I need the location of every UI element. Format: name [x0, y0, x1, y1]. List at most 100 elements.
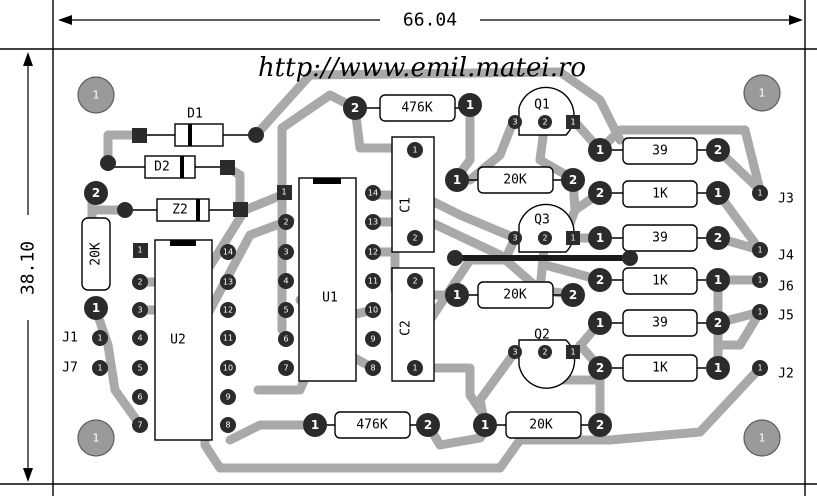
svg-text:1: 1 — [757, 364, 762, 373]
svg-text:2: 2 — [412, 234, 417, 243]
svg-text:1: 1 — [311, 418, 319, 432]
svg-text:476K: 476K — [401, 101, 432, 116]
svg-text:10: 10 — [223, 364, 233, 373]
resistor-20k-vertical: 20K 2 1 — [81, 181, 111, 320]
svg-text:4: 4 — [283, 277, 288, 286]
svg-text:39: 39 — [652, 316, 668, 331]
diode-d2: D2 — [100, 155, 235, 179]
svg-text:1: 1 — [453, 288, 461, 302]
svg-text:6: 6 — [137, 393, 142, 402]
svg-text:1: 1 — [714, 361, 722, 375]
svg-text:1: 1 — [281, 188, 286, 197]
svg-text:1: 1 — [570, 348, 575, 357]
svg-text:20K: 20K — [529, 418, 553, 433]
svg-text:14: 14 — [368, 189, 378, 198]
mounting-hole-tl: 1 — [77, 76, 115, 114]
resistor-39-3: 39 1 2 — [588, 309, 730, 337]
svg-text:2: 2 — [596, 273, 604, 287]
svg-text:1: 1 — [596, 231, 604, 245]
svg-text:12: 12 — [223, 306, 233, 315]
svg-text:39: 39 — [652, 144, 668, 159]
jumper-pad-right — [622, 250, 638, 266]
svg-text:Z2: Z2 — [172, 203, 188, 218]
svg-text:2: 2 — [714, 316, 722, 330]
svg-text:6: 6 — [283, 335, 288, 344]
jumper-pad-left — [447, 250, 463, 266]
svg-text:1: 1 — [97, 364, 102, 373]
svg-text:1: 1 — [466, 98, 474, 112]
svg-text:4: 4 — [137, 334, 142, 343]
svg-text:11: 11 — [223, 334, 233, 343]
svg-text:1K: 1K — [652, 274, 668, 289]
svg-text:1: 1 — [596, 316, 604, 330]
resistor-1k-1: 1K 2 1 — [588, 180, 730, 208]
svg-text:5: 5 — [137, 364, 142, 373]
svg-text:1: 1 — [412, 364, 417, 373]
svg-text:2: 2 — [137, 278, 142, 287]
svg-text:C2: C2 — [399, 320, 414, 336]
svg-text:1: 1 — [570, 118, 575, 127]
svg-text:1: 1 — [481, 418, 489, 432]
connector-j4: 1 J4 — [752, 242, 794, 264]
svg-text:1: 1 — [570, 234, 575, 243]
svg-text:Q1: Q1 — [534, 98, 550, 113]
connector-j7: 1 J7 — [62, 360, 108, 376]
mounting-hole-bl: 1 — [77, 419, 115, 457]
ic-u1: U1 — [298, 177, 357, 382]
svg-text:J7: J7 — [62, 361, 78, 376]
transistor-q3: 3 2 1 Q3 — [508, 203, 580, 253]
svg-text:1: 1 — [757, 246, 762, 255]
resistor-39-1: 39 1 2 — [588, 137, 730, 165]
svg-text:1: 1 — [714, 273, 722, 287]
resistor-20k-mid: 20K 1 2 — [445, 281, 585, 309]
resistor-39-2: 39 1 2 — [588, 224, 730, 252]
svg-text:10: 10 — [368, 306, 378, 315]
svg-text:3: 3 — [512, 348, 517, 357]
svg-text:J1: J1 — [62, 331, 78, 346]
svg-text:1: 1 — [412, 146, 417, 155]
svg-text:7: 7 — [137, 421, 142, 430]
svg-text:1: 1 — [714, 186, 722, 200]
svg-text:476K: 476K — [356, 418, 387, 433]
connector-j6: 1 J6 — [752, 272, 794, 295]
svg-text:2: 2 — [714, 143, 722, 157]
svg-text:1K: 1K — [652, 361, 668, 376]
svg-text:20K: 20K — [89, 242, 104, 266]
ic-u2: U2 — [154, 239, 213, 441]
svg-text:2: 2 — [714, 231, 722, 245]
svg-text:3: 3 — [512, 234, 517, 243]
svg-text:2: 2 — [596, 361, 604, 375]
resistor-1k-3: 1K 2 1 — [588, 354, 730, 382]
transistor-q2: 3 2 1 Q2 — [508, 328, 580, 389]
svg-text:2: 2 — [351, 101, 359, 115]
svg-text:20K: 20K — [503, 173, 527, 188]
connector-j5: 1 J5 — [752, 304, 794, 324]
mounting-hole-br: 1 — [743, 419, 781, 457]
svg-text:1: 1 — [92, 301, 100, 315]
svg-text:2: 2 — [412, 277, 417, 286]
svg-text:2: 2 — [424, 418, 432, 432]
svg-text:20K: 20K — [503, 288, 527, 303]
height-dimension: 38.10 — [18, 241, 39, 295]
svg-text:12: 12 — [368, 248, 378, 257]
svg-text:9: 9 — [225, 393, 230, 402]
u2-right-pins: 14 13 12 11 10 9 8 — [220, 244, 236, 433]
svg-text:1: 1 — [759, 432, 766, 445]
u2-left-pins: 1 2 3 4 5 6 7 — [132, 243, 148, 433]
svg-text:1: 1 — [453, 173, 461, 187]
svg-text:3: 3 — [137, 306, 142, 315]
svg-text:2: 2 — [542, 234, 547, 243]
svg-text:J2: J2 — [778, 367, 794, 382]
svg-text:13: 13 — [368, 218, 378, 227]
svg-text:2: 2 — [569, 173, 577, 187]
svg-text:1: 1 — [757, 189, 762, 198]
resistor-476k-top: 476K 2 1 — [343, 93, 482, 122]
website-url: http://www.emil.matei.ro — [258, 53, 586, 83]
svg-text:3: 3 — [512, 118, 517, 127]
svg-text:8: 8 — [370, 364, 375, 373]
svg-text:Q3: Q3 — [534, 213, 550, 228]
svg-text:1: 1 — [93, 432, 100, 445]
svg-text:3: 3 — [283, 248, 288, 257]
